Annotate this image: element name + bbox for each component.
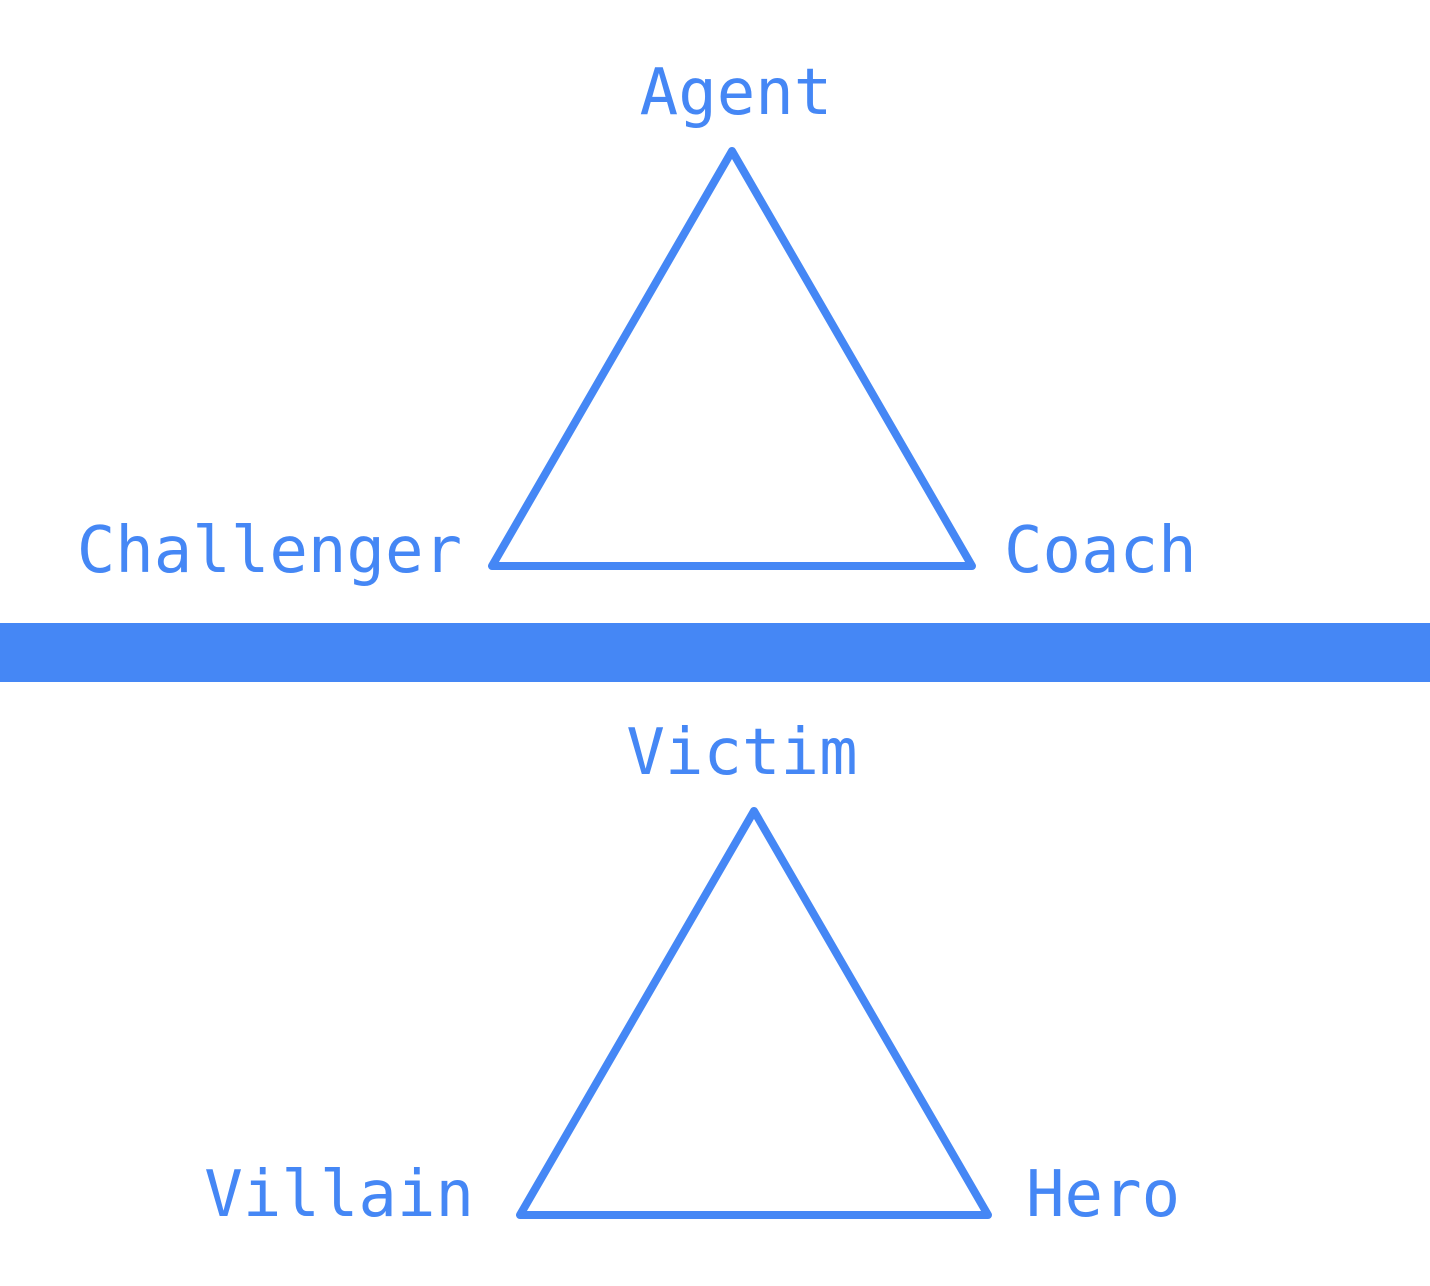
bottom-right-label: Hero xyxy=(1026,1158,1180,1232)
top-triangle xyxy=(488,147,976,570)
bottom-apex-label: Victim xyxy=(626,716,857,790)
bottom-triangle xyxy=(516,807,992,1219)
top-triangle-group: Agent Challenger Coach xyxy=(77,56,1197,588)
top-right-label: Coach xyxy=(1004,514,1197,588)
divider-band xyxy=(0,623,1430,682)
bottom-left-label: Villain xyxy=(204,1158,474,1232)
bottom-triangle-group: Victim Villain Hero xyxy=(204,716,1180,1232)
top-left-label: Challenger xyxy=(77,514,462,588)
top-apex-label: Agent xyxy=(640,56,833,130)
